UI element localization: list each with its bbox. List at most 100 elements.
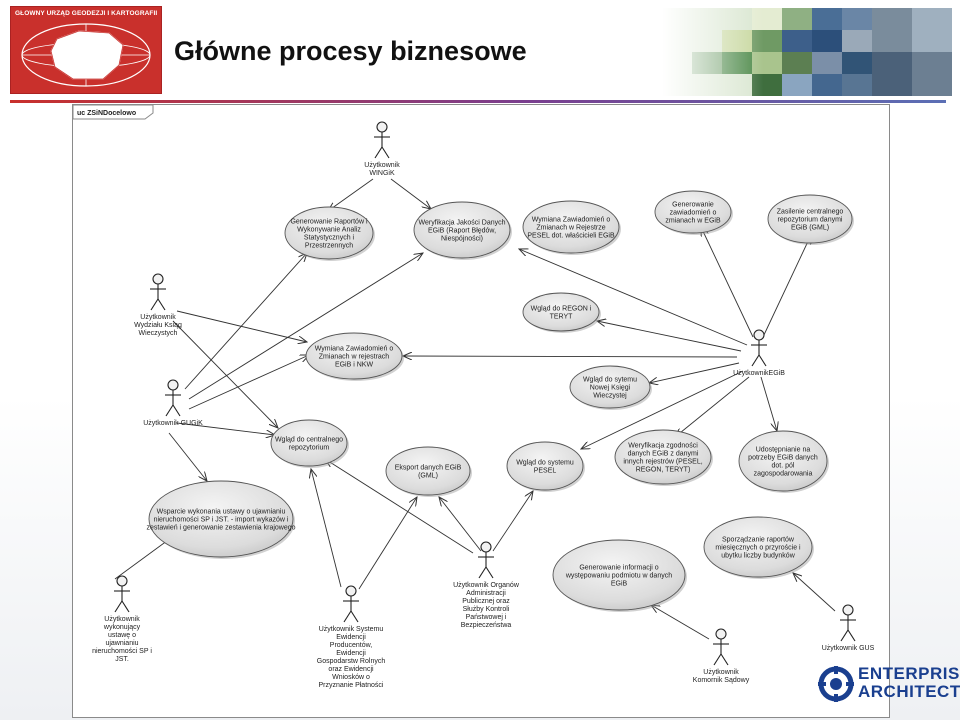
association-gugik-raporty bbox=[184, 253, 307, 390]
actor-label: Komornik Sądowy bbox=[693, 677, 750, 684]
actor-icon bbox=[840, 604, 856, 642]
actor-label: JST. bbox=[115, 656, 129, 663]
use-case-diagram-canvas: uc ZSiNDocelowo bbox=[73, 105, 875, 689]
use-case-label: Przestrzennych bbox=[305, 243, 353, 250]
use-case-label: nieruchomości SP i JST. - import wykazów… bbox=[154, 517, 289, 524]
uc-generowanie-informacji-ellipse bbox=[552, 539, 686, 611]
use-case-label: Sporządzanie raportów bbox=[722, 537, 795, 544]
association-system-repozytorium bbox=[311, 469, 342, 588]
satellite-mosaic-image bbox=[662, 8, 952, 96]
use-case-label: zagospodarowania bbox=[754, 471, 813, 478]
association-egib-udostepnianie bbox=[760, 376, 777, 431]
association-organy-repozytorium bbox=[325, 459, 474, 554]
gugik-logo: GŁÓWNY URZĄD GEODEZJI I KARTOGRAFII bbox=[10, 6, 162, 94]
actor-label: wykonujący bbox=[103, 624, 141, 631]
actor-label: ujawnianiu bbox=[105, 640, 138, 647]
actor-label: UżytkownikEGiB bbox=[733, 370, 785, 377]
use-case-label: Nowej Księgi bbox=[590, 385, 631, 392]
use-case-label: Zmianach w Rejestrze bbox=[536, 225, 605, 232]
actor-label: Państwowej i bbox=[466, 614, 507, 621]
use-case-label: EGiB bbox=[611, 581, 628, 588]
uc-raporty-ellipse bbox=[284, 206, 374, 260]
use-case-label: Wgląd do REGON i bbox=[531, 306, 592, 313]
actor-label: Administracji bbox=[466, 590, 506, 597]
actor-icon bbox=[165, 379, 181, 417]
use-case-label: Statystycznych i bbox=[304, 235, 355, 242]
use-case-label: zestawień i generowanie zestawienia kraj… bbox=[146, 525, 295, 532]
actor-label: Użytkownik bbox=[104, 616, 140, 623]
association-egib-generowanie bbox=[701, 227, 754, 338]
uc-zasilenie-ellipse bbox=[767, 194, 853, 244]
actor-icon bbox=[114, 575, 130, 613]
actor-label: Publicznej oraz bbox=[462, 598, 510, 605]
actor-label: Użytkownik bbox=[364, 162, 400, 169]
diagram-frame-label: uc ZSiNDocelowo bbox=[77, 110, 136, 117]
actor-icon bbox=[374, 121, 390, 159]
actor-label: ustawę o bbox=[108, 632, 136, 639]
association-organy-eksport bbox=[439, 497, 482, 552]
use-case-label: Generowanie Raportów i bbox=[290, 219, 367, 226]
use-case-label: danych EGiB z danymi bbox=[628, 451, 699, 458]
use-case-label: innych rejestrów (PESEL, bbox=[623, 459, 702, 466]
actor-label: Użytkownik Systemu bbox=[319, 626, 384, 633]
use-case-label: PESEL bbox=[534, 468, 557, 475]
use-case-label: Zmianach w rejestrach bbox=[319, 354, 390, 361]
use-case-label: miesięcznych o przyroście i bbox=[715, 545, 801, 552]
actor-label: Ewidencji bbox=[336, 650, 366, 657]
actor-label: oraz Ewidencji bbox=[328, 666, 374, 673]
actor-label: Użytkownik bbox=[140, 314, 176, 321]
actor-label: Ewidencji bbox=[336, 634, 366, 641]
use-case-label: repozytorium danymi bbox=[778, 217, 843, 224]
poland-map-icon bbox=[21, 23, 151, 87]
use-case-label: TERYT bbox=[550, 314, 574, 321]
use-case-label: Zasilenie centralnego bbox=[777, 209, 844, 216]
use-case-label: dot. pól bbox=[772, 463, 795, 470]
actor-label: Służby Kontroli bbox=[463, 606, 510, 613]
uc-wsparcie-ellipse bbox=[148, 480, 294, 558]
actor-label: nieruchomości SP i bbox=[92, 648, 152, 655]
brand-line-1: ENTERPRISE bbox=[858, 664, 960, 683]
actor-label: Użytkownik Organów bbox=[453, 582, 520, 589]
use-case-label: Wgląd do systemu bbox=[516, 460, 574, 467]
actor-label: Przyznanie Płatności bbox=[319, 682, 384, 689]
use-case-label: Wgląd do centralnego bbox=[275, 437, 343, 444]
diagram-frame-tab: uc ZSiNDocelowo bbox=[73, 105, 154, 120]
actor-icon bbox=[751, 329, 767, 367]
association-komornik-generowanie-informacji bbox=[651, 605, 710, 640]
uc-weryfikacja-zgodnosci-ellipse bbox=[614, 429, 712, 485]
association-egib-wymiana-pesel bbox=[519, 249, 748, 346]
uc-regon-ellipse bbox=[522, 292, 600, 332]
uc-generowanie-zawiadomien-ellipse bbox=[654, 190, 732, 234]
actor-gus: Użytkownik GUS bbox=[822, 604, 875, 652]
association-organy-pesel bbox=[492, 491, 533, 552]
actor-icon bbox=[343, 585, 359, 623]
use-case-label: ubytku liczby budynków bbox=[721, 553, 795, 560]
actor-label: Wydziału Ksiąg bbox=[134, 322, 182, 329]
actor-icon bbox=[478, 541, 494, 579]
association-gugik-wymiana-nkw bbox=[188, 355, 309, 410]
uc-nkw-ellipse bbox=[569, 365, 651, 409]
uc-repozytorium-ellipse bbox=[270, 419, 348, 467]
use-case-label: EGiB (GML) bbox=[791, 225, 829, 232]
actor-label: Wniosków o bbox=[332, 674, 370, 681]
uc-weryfikacja-jakosci-ellipse bbox=[413, 201, 511, 259]
association-egib-wymiana-nkw bbox=[403, 356, 738, 357]
use-case-label: Wgląd do sytemu bbox=[583, 377, 637, 384]
association-egib-pesel bbox=[581, 370, 744, 449]
actor-label: Użytkownik GUGiK bbox=[143, 420, 203, 427]
actor-icon bbox=[150, 273, 166, 311]
association-gugik-weryfikacja bbox=[188, 253, 423, 400]
uc-wsparcie: Wsparcie wykonania ustawy o ujawnianiuni… bbox=[146, 480, 296, 559]
actor-icon bbox=[713, 628, 729, 666]
